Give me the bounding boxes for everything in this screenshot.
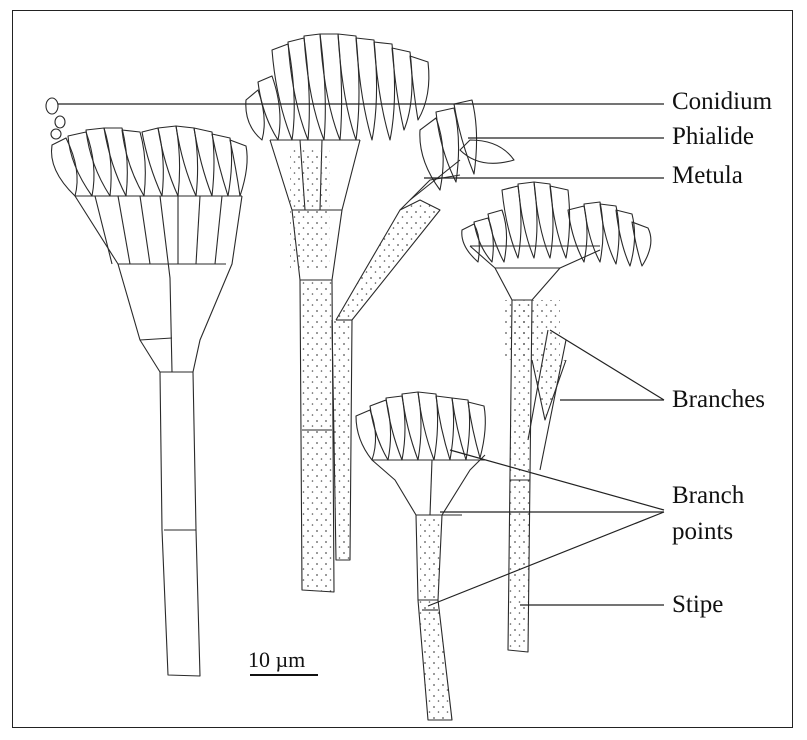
label-branches: Branches <box>672 386 765 414</box>
label-branch-points-line1: Branch <box>672 482 744 510</box>
conidiophore-middle <box>246 34 514 592</box>
label-phialide: Phialide <box>672 123 754 151</box>
label-metula: Metula <box>672 162 743 190</box>
label-branch-points-line2: points <box>672 518 733 546</box>
conidiophore-left <box>46 98 247 676</box>
conidiophore-bottom <box>356 392 485 720</box>
label-conidium: Conidium <box>672 88 772 116</box>
scale-bar-label: 10 µm <box>248 647 305 673</box>
label-stipe: Stipe <box>672 591 723 619</box>
